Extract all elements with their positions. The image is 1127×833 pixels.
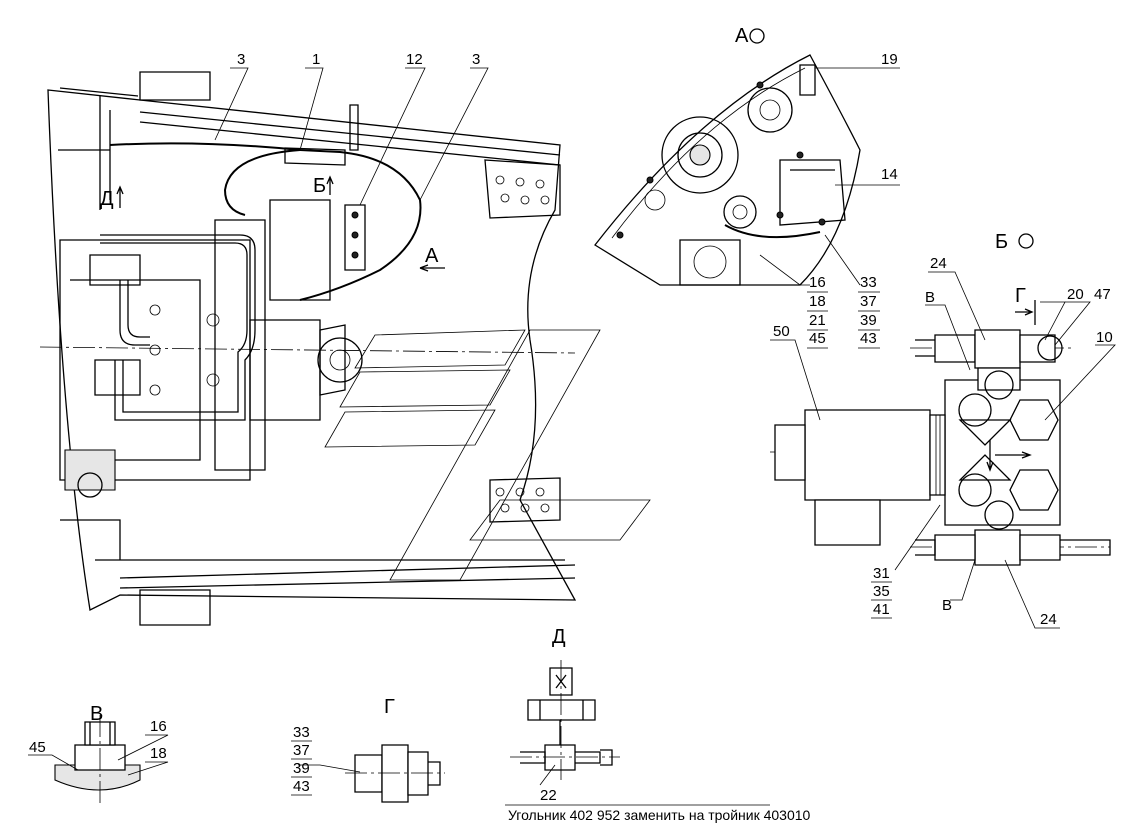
view-title-g: Г [384, 696, 395, 718]
svg-text:41: 41 [873, 601, 890, 618]
replacement-note: Угольник 402 952 заменить на тройник 403… [508, 807, 811, 823]
arrow-label-d: Д [100, 188, 114, 210]
view-a [594, 54, 900, 286]
callout-v-top: В [925, 289, 935, 306]
svg-text:37: 37 [860, 293, 877, 310]
view-marker-b [1018, 233, 1034, 249]
callout-14: 14 [881, 166, 898, 183]
svg-text:16: 16 [809, 274, 826, 291]
svg-text:45: 45 [809, 330, 826, 347]
callout-24-top: 24 [930, 255, 947, 272]
callout-v-45: 45 [29, 739, 46, 756]
view-title-a: А [735, 25, 749, 47]
svg-text:37: 37 [293, 742, 310, 759]
callout-50: 50 [773, 323, 790, 340]
callout-12: 12 [406, 51, 423, 68]
svg-text:18: 18 [809, 293, 826, 310]
view-b [770, 271, 1116, 629]
view-title-b: Б [995, 231, 1008, 253]
svg-text:21: 21 [809, 312, 826, 329]
callout-20: 20 [1067, 286, 1084, 303]
arrow-label-a: А [425, 245, 439, 267]
svg-text:33: 33 [293, 724, 310, 741]
svg-text:43: 43 [860, 330, 877, 347]
callout-3-left: 3 [237, 51, 245, 68]
view-v [28, 715, 169, 805]
svg-text:43: 43 [293, 778, 310, 795]
view-d [510, 660, 620, 786]
svg-text:31: 31 [873, 565, 890, 582]
callout-d-22: 22 [540, 787, 557, 804]
svg-text:39: 39 [860, 312, 877, 329]
callout-v-16: 16 [150, 718, 167, 735]
callout-3-right: 3 [472, 51, 480, 68]
svg-text:39: 39 [293, 760, 310, 777]
callout-v-bottom: В [942, 597, 952, 614]
view-title-v: В [90, 703, 103, 725]
arrow-label-b: Б [313, 175, 326, 197]
main-view [39, 67, 651, 626]
callout-24-bottom: 24 [1040, 611, 1057, 628]
callout-stack-g: 33 37 39 43 [291, 724, 312, 796]
section-label-g: Г [1015, 285, 1026, 307]
svg-text:33: 33 [860, 274, 877, 291]
callout-10: 10 [1096, 329, 1113, 346]
callout-stack-31: 31 35 41 [871, 565, 892, 619]
callout-stack-33: 33 37 39 43 [858, 274, 880, 349]
callout-1: 1 [312, 51, 320, 68]
view-marker-a [749, 28, 765, 44]
svg-text:35: 35 [873, 583, 890, 600]
callout-v-18: 18 [150, 745, 167, 762]
callout-stack-16: 16 18 21 45 [807, 274, 828, 349]
callout-47: 47 [1094, 286, 1111, 303]
view-title-d: Д [552, 626, 566, 648]
callout-19: 19 [881, 51, 898, 68]
view-g [298, 744, 445, 803]
